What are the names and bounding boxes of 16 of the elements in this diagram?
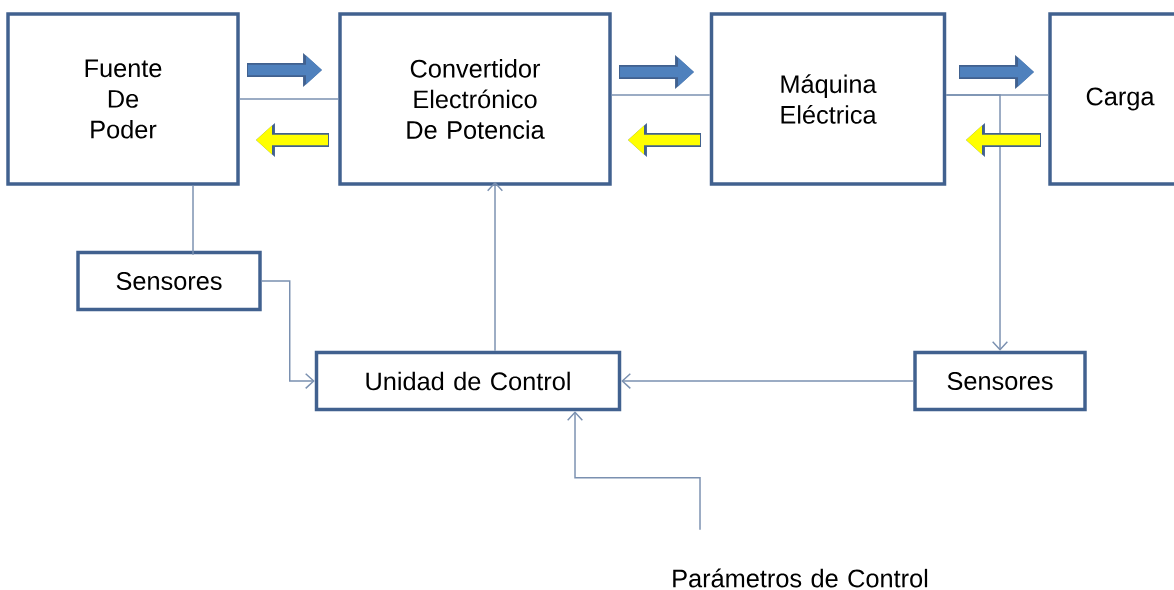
arrow bbox=[486, 181, 504, 352]
arrow bbox=[261, 280, 315, 390]
arrow bbox=[566, 411, 701, 531]
block-box: Fuente De Poder bbox=[6, 12, 240, 186]
control-box: Unidad de Control bbox=[314, 350, 622, 412]
arrow bbox=[945, 94, 1009, 351]
connector-line bbox=[239, 98, 339, 100]
block-box: Máquina Eléctrica bbox=[709, 12, 947, 186]
block-box: Carga bbox=[1048, 12, 1174, 186]
connector-line bbox=[611, 94, 711, 96]
connector-line bbox=[192, 185, 194, 256]
input-label: Parámetros de Control bbox=[673, 568, 928, 588]
sensor-box: Sensores bbox=[76, 250, 262, 312]
block-box: Convertidor Electrónico De Potencia bbox=[338, 12, 612, 186]
sensor-box: Sensores bbox=[913, 350, 1087, 412]
arrow bbox=[621, 372, 914, 390]
